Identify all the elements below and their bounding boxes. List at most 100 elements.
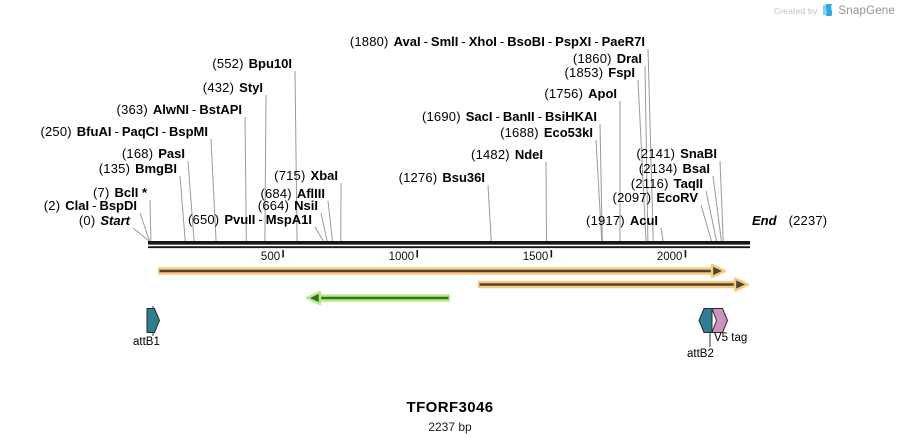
enzyme-name[interactable]: XhoI [468, 34, 497, 49]
restriction-site-label[interactable]: (1756)ApoI [544, 87, 617, 100]
enzyme-name[interactable]: TaqII [673, 176, 703, 191]
enzyme-name[interactable]: MspA1I [265, 212, 312, 227]
enzyme-name[interactable]: PaeR7I [601, 34, 645, 49]
enzyme-name[interactable]: EcoRV [656, 190, 698, 205]
orf-arrow-bottom-head[interactable] [733, 277, 750, 292]
restriction-site-label[interactable]: (250)BfuAI-PaqCI-BspMI [40, 125, 208, 138]
enzyme-name[interactable]: PaqCI [121, 124, 159, 139]
reverse-arrow-head[interactable] [305, 290, 322, 306]
site-separator: - [537, 109, 542, 124]
restriction-site-label[interactable]: (168) PasI [122, 147, 185, 160]
restriction-site-label[interactable]: End(2237) [752, 214, 827, 227]
restriction-site-label[interactable]: (1853)FspI [564, 66, 635, 79]
site-connector-line [244, 116, 247, 242]
restriction-site-label[interactable]: (552) Bpu10I [212, 57, 292, 70]
restriction-site-label[interactable]: (2141)SnaBI [636, 147, 717, 160]
restriction-site-label[interactable]: (650)PvuII-MspA1I [188, 213, 312, 226]
restriction-site-label[interactable]: (2134)BsaI [639, 162, 710, 175]
enzyme-name[interactable]: XbaI [310, 168, 338, 183]
feature-shape-attb1[interactable] [146, 308, 161, 333]
enzyme-name[interactable]: BsoBI [507, 34, 545, 49]
site-position: (7) [92, 185, 110, 200]
restriction-site-label[interactable]: (432)StyI [203, 81, 263, 94]
site-connector-line [139, 212, 151, 242]
enzyme-name[interactable]: BfuAI [76, 124, 112, 139]
enzyme-name[interactable]: BstAPI [199, 102, 242, 117]
enzyme-name[interactable]: PspXI [555, 34, 592, 49]
orf-arrow-top-head[interactable] [710, 263, 727, 279]
enzyme-name[interactable]: AflIII [296, 186, 325, 201]
ruler-tick-label: 1500 [522, 251, 549, 263]
ruler-tick-label: 500 [260, 251, 281, 263]
site-position: (2116) [630, 176, 669, 191]
enzyme-name[interactable]: AcuI [629, 213, 658, 228]
site-connector-line [660, 227, 664, 242]
enzyme-name[interactable]: PvuII [224, 212, 256, 227]
restriction-site-label[interactable]: (664)NsiI [258, 199, 318, 212]
restriction-site-label[interactable]: (1276)Bsu36I [399, 171, 485, 184]
enzyme-name[interactable]: End [752, 213, 777, 228]
site-position: (135) [98, 161, 131, 176]
restriction-site-label[interactable]: (1690)SacI-BanII-BsiHKAI [422, 110, 597, 123]
site-separator: - [461, 34, 466, 49]
site-connector-line [487, 184, 492, 242]
site-separator: - [495, 109, 500, 124]
enzyme-name[interactable]: AlwNI [152, 102, 190, 117]
restriction-site-label[interactable]: (1860)DraI [573, 52, 642, 65]
restriction-site-label[interactable]: (715)XbaI [274, 169, 338, 182]
site-connector-line [599, 123, 603, 242]
restriction-site-label[interactable]: (0)Start [79, 214, 130, 227]
restriction-site-label[interactable]: (135) BmgBI [99, 162, 177, 175]
enzyme-name[interactable]: NdeI [514, 147, 543, 162]
enzyme-name[interactable]: Start [100, 213, 130, 228]
restriction-site-label[interactable]: (2)ClaI-BspDI [44, 199, 137, 212]
enzyme-name[interactable]: Bsu36I [442, 170, 485, 185]
site-separator: - [499, 34, 505, 49]
enzyme-name[interactable]: BmgBI [135, 161, 177, 176]
restriction-site-label[interactable]: (1917) AcuI [586, 214, 658, 227]
site-connector-line [294, 70, 298, 242]
restriction-site-label[interactable]: (1688)Eco53kI [500, 126, 593, 139]
enzyme-name[interactable]: PasI [158, 146, 185, 161]
site-connector-line [327, 200, 333, 242]
enzyme-name[interactable]: StyI [239, 80, 263, 95]
enzyme-name[interactable]: BspDI [99, 198, 137, 213]
restriction-site-label[interactable]: (363)AlwNI-BstAPI [117, 103, 242, 116]
enzyme-name[interactable]: BclI * [114, 185, 147, 200]
site-position: (363) [116, 102, 148, 117]
site-connector-line [187, 160, 195, 242]
enzyme-name[interactable]: BsaI [682, 161, 710, 176]
site-position: (168) [121, 146, 154, 161]
feature-shape-attb2[interactable] [698, 308, 713, 333]
enzyme-name[interactable]: Eco53kI [543, 125, 593, 140]
enzyme-name[interactable]: SnaBI [680, 146, 717, 161]
restriction-site-label[interactable]: (684)AflIII [260, 187, 325, 200]
enzyme-name[interactable]: SacI [465, 109, 493, 124]
site-connector-line [314, 226, 324, 242]
enzyme-name[interactable]: BsiHKAI [544, 109, 597, 124]
site-position: (1880) [349, 34, 389, 49]
feature-label-v5-tag[interactable]: V5 tag [714, 332, 748, 344]
restriction-site-label[interactable]: (7) BclI * [93, 186, 147, 199]
site-separator: - [258, 212, 263, 227]
feature-label-attb2[interactable]: attB2 [687, 348, 714, 360]
enzyme-name[interactable]: NsiI [294, 198, 318, 213]
enzyme-name[interactable]: ApoI [588, 86, 617, 101]
enzyme-name[interactable]: Bpu10I [248, 56, 292, 71]
restriction-site-label[interactable]: (1482)NdeI [471, 148, 543, 161]
restriction-site-label[interactable]: (2116) TaqII [631, 177, 703, 190]
enzyme-name[interactable]: FspI [608, 65, 635, 80]
restriction-site-label[interactable]: (1880)AvaI-SmlI-XhoI-BsoBI-PspXI-PaeR7I [350, 35, 645, 48]
enzyme-name[interactable]: BanII [502, 109, 535, 124]
feature-label-attb1[interactable]: attB1 [133, 336, 160, 348]
enzyme-name[interactable]: BspMI [169, 124, 208, 139]
site-position: (552) [212, 56, 244, 71]
restriction-site-label[interactable]: (2097)EcoRV [613, 191, 698, 204]
enzyme-name[interactable]: SmlI [430, 34, 459, 49]
enzyme-name[interactable]: AvaI [393, 34, 421, 49]
site-position: (1917) [586, 213, 625, 228]
enzyme-name[interactable]: ClaI [65, 198, 90, 213]
title-block: TFORF3046 2237 bp [0, 399, 900, 434]
enzyme-name[interactable]: DraI [616, 51, 642, 66]
feature-shape-v5-tag[interactable] [711, 308, 729, 333]
